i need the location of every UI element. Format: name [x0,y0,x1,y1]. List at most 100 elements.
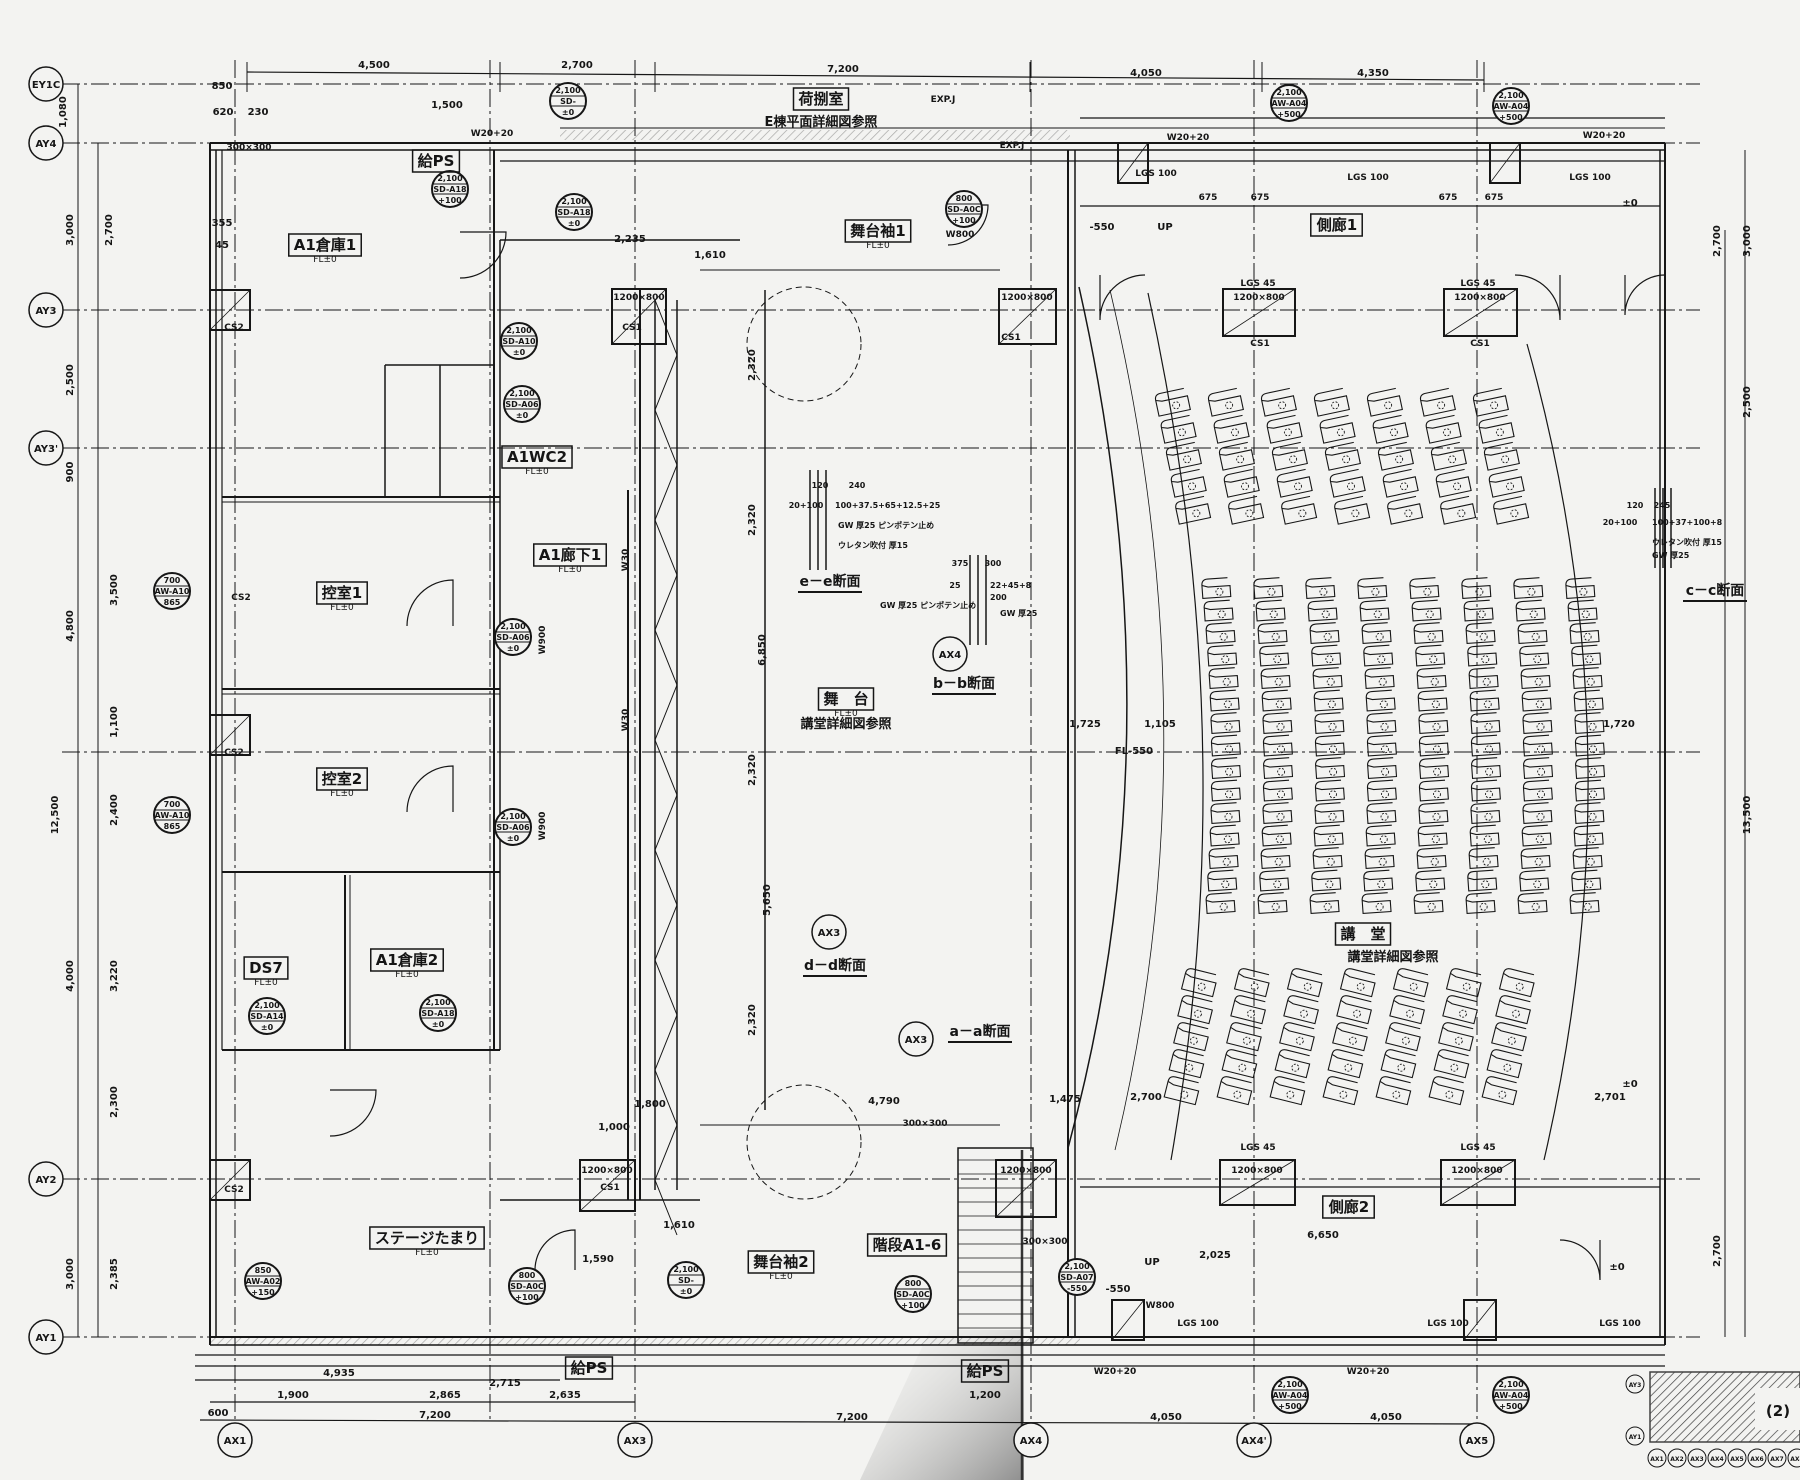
tag-level: -550 [1067,1284,1087,1293]
seat-center [1189,1036,1198,1045]
seat-outline [1517,622,1548,645]
seat-outline [1409,577,1440,600]
plan-label: 675 [1439,193,1458,203]
plan-label: LGS 100 [1347,173,1389,183]
seat [1329,468,1366,498]
seat-center [1430,857,1439,866]
seat [1314,802,1345,825]
seat [1571,869,1602,892]
seat [1309,622,1340,645]
tag-code: AW-A04 [1494,1391,1529,1400]
seat-center [1236,455,1245,464]
seat-outline [1495,995,1531,1025]
seat [1336,995,1372,1025]
tag-code: SD-A18 [421,1009,455,1018]
seat-outline [1522,734,1553,757]
seat-center [1379,835,1388,844]
seat [1521,824,1552,847]
room-label-box [747,1250,815,1274]
seat-outline [1521,689,1552,712]
seat-outline [1470,802,1501,825]
seat [1305,577,1336,600]
seat-center [1378,677,1387,686]
seat-outline [1332,1022,1368,1052]
seat-outline [1305,577,1336,600]
seat-center [1371,587,1380,596]
seat [1366,802,1397,825]
column-diagonal [1222,288,1296,337]
tag-circle [419,994,457,1032]
seat-outline [1276,468,1313,498]
seat-outline [1574,779,1605,802]
seat-center [1490,401,1499,410]
scan-shadow [860,1150,1024,1480]
seat-outline [1366,734,1397,757]
room-label-box [817,687,875,711]
seat-outline [1366,712,1397,735]
door-window-tag [153,796,191,834]
seat-outline [1569,892,1600,915]
seat-center [1233,1090,1242,1099]
tag-level: 865 [164,598,181,607]
grid-axis-label: AY1 [36,1333,57,1344]
seat [1523,757,1554,780]
seat [1470,779,1501,802]
seat-outline [1168,1049,1205,1079]
tag-circle [500,322,538,360]
seat-center [1185,1063,1194,1072]
seat-center [1515,982,1524,991]
column-diagonal [1489,142,1521,184]
seat-center [1267,587,1276,596]
dimension-text: 1,800 [634,1099,666,1110]
seat [1207,869,1238,892]
dimension-text: 2,385 [109,1258,120,1290]
grid-axis-label: EY1C [32,80,60,91]
key-axis-circle [1667,1448,1687,1468]
seat [1493,495,1530,525]
grid-axis-label: AY2 [36,1175,57,1186]
seat-center [1537,790,1545,799]
tag-circle [549,82,587,120]
seat [1154,387,1191,417]
dimension-text: 4,050 [1130,68,1162,79]
section-axis-label-circle [932,636,968,672]
seat-center [1380,722,1389,731]
seat [1461,577,1492,600]
seat-outline [1314,734,1345,757]
seat-center [1342,455,1351,464]
dimension-text: 2,701 [1594,1092,1626,1103]
seat-center [1475,587,1484,596]
seat-center [1483,700,1492,709]
dimension-text: 45 [215,240,229,251]
seat-outline [1467,869,1498,892]
plan-label: CS2 [224,323,244,333]
seat-outline [1572,667,1603,690]
seat [1571,644,1602,667]
tag-circle [248,997,286,1035]
seat-center [1437,401,1446,410]
seat [1207,387,1244,417]
dimension-text: 1,500 [431,100,463,111]
seat-outline [1361,892,1392,915]
seat-outline [1260,387,1297,417]
seat-outline [1478,414,1515,444]
seat-center [1183,455,1192,464]
grid-axis-label: AY3' [34,444,58,455]
seat-center [1512,1009,1520,1018]
tag-level: ±0 [432,1020,445,1029]
plan-label: LGS 45 [1240,1143,1275,1153]
seat-center [1273,655,1282,664]
key-axis-circle [1787,1448,1800,1468]
room-label: A1廊下1 [539,546,601,564]
dimension-text: 2,700 [104,214,115,246]
dimension-text: ±0 [1622,198,1637,209]
seat [1425,414,1462,444]
seat-outline [1419,757,1450,780]
seat-outline [1491,1022,1527,1052]
seat-center [1219,902,1228,911]
seat [1389,995,1425,1025]
seat [1574,779,1605,802]
seat-outline [1366,779,1397,802]
seat [1205,622,1236,645]
seat-center [1298,509,1307,518]
